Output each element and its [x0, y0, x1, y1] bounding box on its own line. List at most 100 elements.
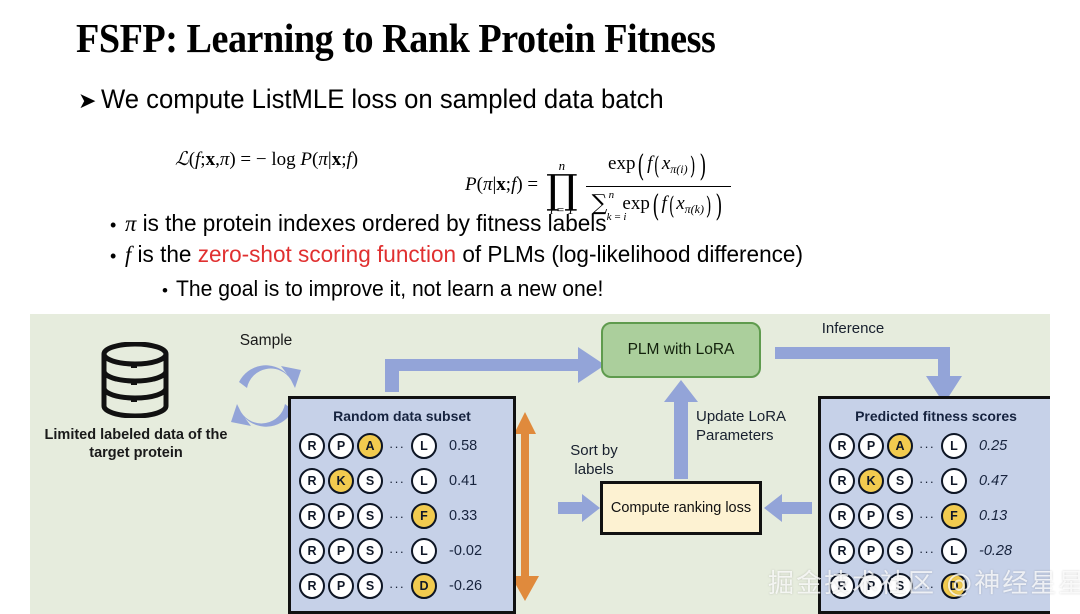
product-operator: n ∏ i = 1	[545, 157, 579, 217]
product-lower-limit: i = 1	[549, 201, 574, 217]
residue-circle: L	[411, 538, 437, 564]
sample-cycle-icon	[231, 365, 301, 427]
x-symbol-numerator: x	[661, 153, 671, 174]
pi-symbol: π	[125, 211, 137, 237]
formula-block: ℒ(f;x,π) = − log P(π|x;f) P(π|x;f) = n ∏…	[175, 122, 815, 224]
residue-circle: L	[411, 433, 437, 459]
log-op: log	[271, 149, 296, 170]
f-symbol-numerator: f	[647, 153, 653, 174]
right-paren-outer-den: )	[715, 189, 723, 224]
residue-circle: K	[858, 468, 884, 494]
residue-circle: R	[299, 468, 325, 494]
left-paren-outer-den: (	[652, 189, 660, 224]
sequence-ellipsis: ···	[389, 508, 405, 524]
residue-circle: S	[887, 538, 913, 564]
bullet-pi-text: is the protein indexes ordered by fitnes…	[142, 210, 607, 236]
residue-circle: P	[328, 503, 354, 529]
residue-circle: A	[357, 433, 383, 459]
sample-label: Sample	[239, 332, 293, 349]
left-paren-outer-num: (	[637, 149, 645, 184]
sort-by-labels-label: Sort by labels	[570, 442, 618, 478]
prob-symbol-right: P	[465, 173, 477, 195]
x-subscript-numerator: π(i)	[670, 162, 688, 176]
sum-operator: ∑ n k = i	[591, 189, 627, 223]
residue-circle: K	[328, 468, 354, 494]
fitness-score-value: -0.26	[449, 578, 483, 594]
fitness-score-value: -0.02	[449, 543, 483, 559]
sequence-ellipsis: ···	[919, 508, 935, 524]
formula-probability-definition: P(π|x;f) = n ∏ i = 1 exp(f(xπ(i))) ∑ n k…	[465, 148, 732, 224]
dot-bullet-icon: •	[162, 281, 168, 300]
bullet-level1-text: We compute ListMLE loss on sampled data …	[101, 84, 665, 114]
database-caption: Limited labeled data of the target prote…	[44, 427, 228, 462]
bullet-f-definition: • f is the zero-shot scoring function of…	[110, 241, 832, 269]
fitness-score-value: 0.41	[449, 473, 478, 489]
exp-op-numerator: exp	[608, 153, 636, 174]
prob-args-left: (π|x;f)	[312, 149, 359, 170]
residue-circle: L	[411, 468, 437, 494]
fitness-score-value: 0.47	[979, 473, 1008, 489]
bullet-f-post-text: of PLMs (log-likelihood difference)	[462, 241, 804, 267]
residue-circle: R	[829, 573, 855, 599]
residue-circle: S	[357, 538, 383, 564]
bullet-pi-definition: • π is the protein indexes ordered by fi…	[110, 210, 627, 238]
residue-circle: S	[357, 503, 383, 529]
residue-circle: S	[357, 468, 383, 494]
residue-circle: P	[858, 433, 884, 459]
f-symbol: f	[125, 242, 132, 268]
left-paren-inner-num: (	[654, 152, 660, 180]
prob-symbol-left: P	[300, 149, 313, 170]
sum-symbol-glyph: ∑	[591, 190, 608, 216]
f-symbol-denominator: f	[661, 193, 667, 214]
loss-args: (f;x,π) =	[188, 149, 252, 170]
pred-panel-title: Predicted fitness scores	[855, 408, 1017, 424]
residue-circle: P	[328, 433, 354, 459]
residue-circle: L	[941, 433, 967, 459]
fraction-denominator: ∑ n k = i exp(f(xπ(k)))	[586, 187, 731, 224]
fitness-score-value: 0.33	[449, 508, 478, 524]
formula-loss-definition: ℒ(f;x,π) = − log P(π|x;f)	[175, 148, 358, 171]
residue-circle: R	[829, 538, 855, 564]
equals-sign: =	[527, 173, 539, 195]
database-icon	[101, 342, 169, 418]
inference-label: Inference	[821, 320, 885, 337]
loss-symbol: ℒ	[175, 149, 189, 170]
zero-shot-scoring-highlight: zero-shot scoring function	[198, 241, 457, 267]
bullet-f-pre-text: is the	[137, 241, 192, 267]
right-paren-inner-den: )	[705, 192, 712, 220]
sequence-ellipsis: ···	[389, 438, 405, 454]
dot-bullet-icon: •	[110, 215, 117, 235]
arrow-update-lora	[664, 380, 698, 479]
residue-circle: R	[299, 538, 325, 564]
plm-with-lora-box[interactable]: PLM with LoRA	[601, 322, 761, 378]
sequence-ellipsis: ···	[389, 543, 405, 559]
residue-circle: P	[858, 538, 884, 564]
residue-circle: D	[411, 573, 437, 599]
fitness-score-value: 0.58	[449, 438, 478, 454]
residue-circle: P	[858, 573, 884, 599]
right-paren-inner-num: )	[689, 152, 696, 180]
page-title: FSFP: Learning to Rank Protein Fitness	[76, 15, 716, 61]
residue-circle: R	[299, 503, 325, 529]
residue-circle: S	[887, 468, 913, 494]
sequence-ellipsis: ···	[919, 438, 935, 454]
product-upper-limit: n	[558, 157, 566, 173]
residue-circle: A	[887, 433, 913, 459]
residue-circle: L	[941, 538, 967, 564]
compute-ranking-loss-box[interactable]: Compute ranking loss	[600, 481, 762, 535]
residue-circle: R	[829, 468, 855, 494]
prob-args-right: (π|x;f)	[476, 173, 523, 195]
residue-circle: R	[299, 433, 325, 459]
exp-op-denominator: exp	[622, 193, 650, 214]
workflow-diagram: Limited labeled data of the target prote…	[30, 314, 1050, 614]
sequence-ellipsis: ···	[919, 473, 935, 489]
arrow-sort-to-loss	[558, 494, 600, 522]
residue-circle: P	[858, 503, 884, 529]
